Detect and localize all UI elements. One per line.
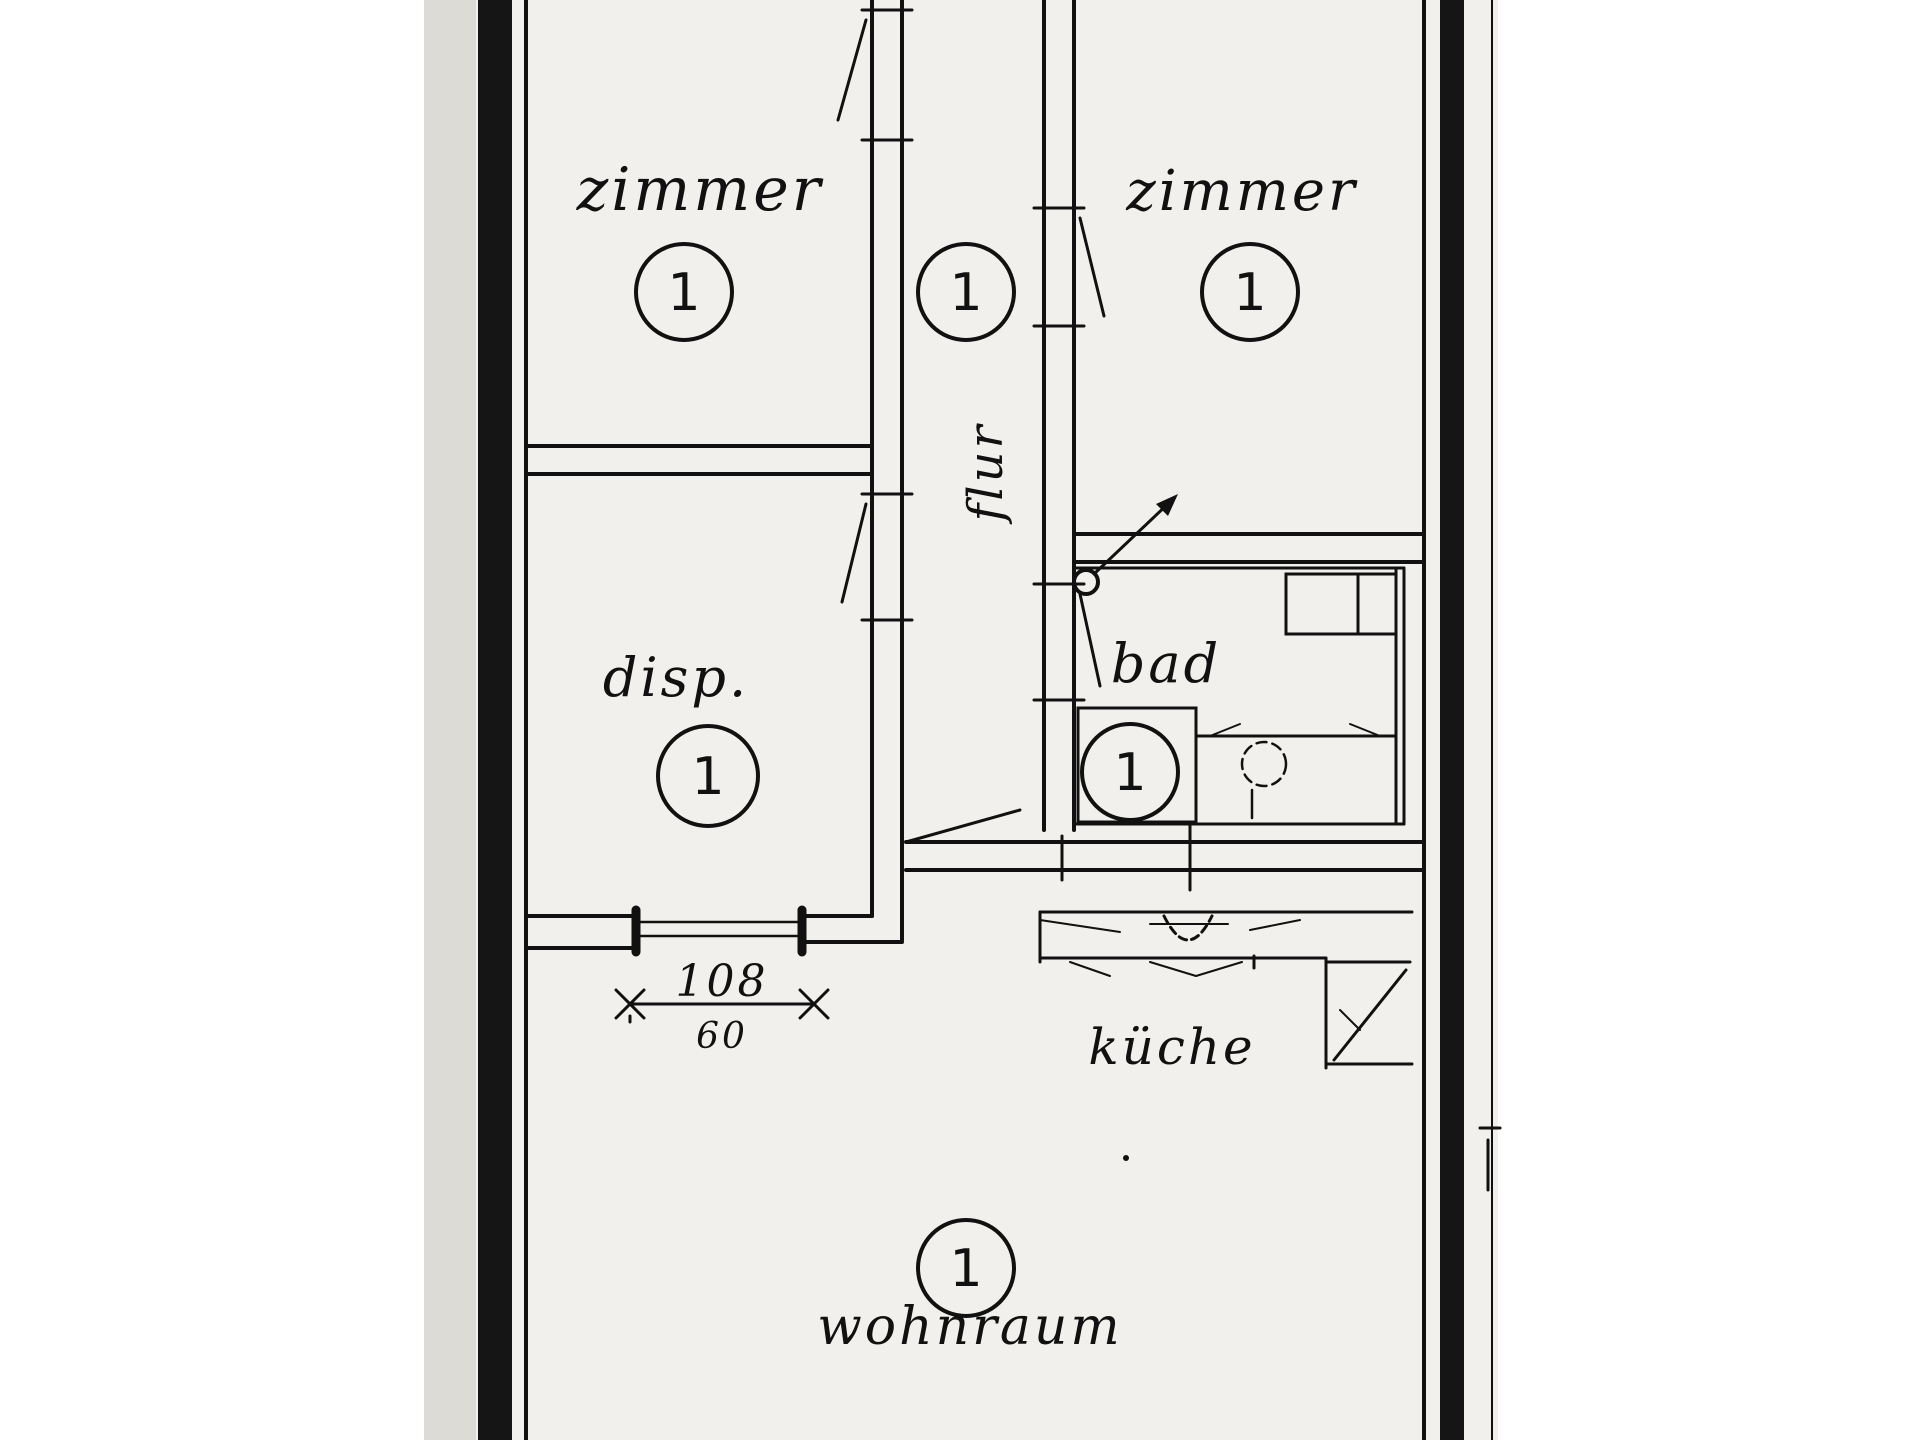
svg-text:1: 1 [949, 263, 982, 323]
outer-wall-left [478, 0, 512, 1440]
svg-text:1: 1 [691, 747, 724, 807]
washbasin [1240, 740, 1288, 788]
paper-sheet [424, 0, 1498, 1440]
room-label-flur: flur [958, 422, 1014, 524]
outer-wall-right [1440, 0, 1464, 1440]
shower-tray [1284, 572, 1398, 636]
room-number-disp: 1 [656, 724, 760, 828]
riser-pipe [1072, 568, 1100, 596]
wall-disp-bottom [524, 908, 904, 950]
ventilation-arrow-line [1092, 498, 1174, 576]
dimension-top-label: 108 [676, 956, 769, 1007]
bathroom-walls [1072, 532, 1426, 826]
plan-dot [1123, 1155, 1129, 1161]
dimension-line [614, 988, 830, 1024]
door-swing-zimmer-left [836, 18, 868, 122]
wall-bad-kitchen [904, 822, 1426, 892]
door-swing-bad [1078, 592, 1102, 688]
door-opening-disp [631, 905, 807, 957]
room-label-kueche: küche [1088, 1018, 1255, 1076]
svg-text:1: 1 [1113, 743, 1146, 803]
room-number-zimmer-left: 1 [634, 242, 734, 342]
kitchen-counter [1038, 910, 1414, 977]
door-swing-disp [840, 502, 868, 604]
bathroom-utility-box [1076, 706, 1198, 824]
corridor-wall-left [860, 0, 914, 942]
bathtub-outline [1194, 723, 1398, 738]
door-swing-zimmer-right [1078, 216, 1106, 318]
room-number-bad: 1 [1080, 722, 1180, 822]
room-label-bad: bad [1111, 632, 1221, 695]
dimension-bottom-label: 60 [696, 1016, 748, 1057]
svg-text:1: 1 [949, 1239, 982, 1299]
room-label-wohnraum: wohnraum [817, 1297, 1122, 1357]
room-number-wohnraum: 1 [916, 1218, 1016, 1318]
svg-text:1: 1 [1233, 263, 1266, 323]
svg-text:1: 1 [667, 263, 700, 323]
ventilation-arrow-head [1156, 494, 1178, 516]
corridor-wall-right [1032, 0, 1086, 832]
paper-left-shadow [424, 0, 476, 1440]
room-label-zimmer-right: zimmer [1125, 159, 1358, 224]
room-number-zimmer-right: 1 [1200, 242, 1300, 342]
door-swing-kitchen [904, 808, 1022, 844]
room-number-flur: 1 [916, 242, 1016, 342]
room-label-zimmer-left: zimmer [576, 155, 824, 225]
fridge-box [1324, 956, 1414, 1070]
room-label-disp: disp. [603, 646, 749, 709]
